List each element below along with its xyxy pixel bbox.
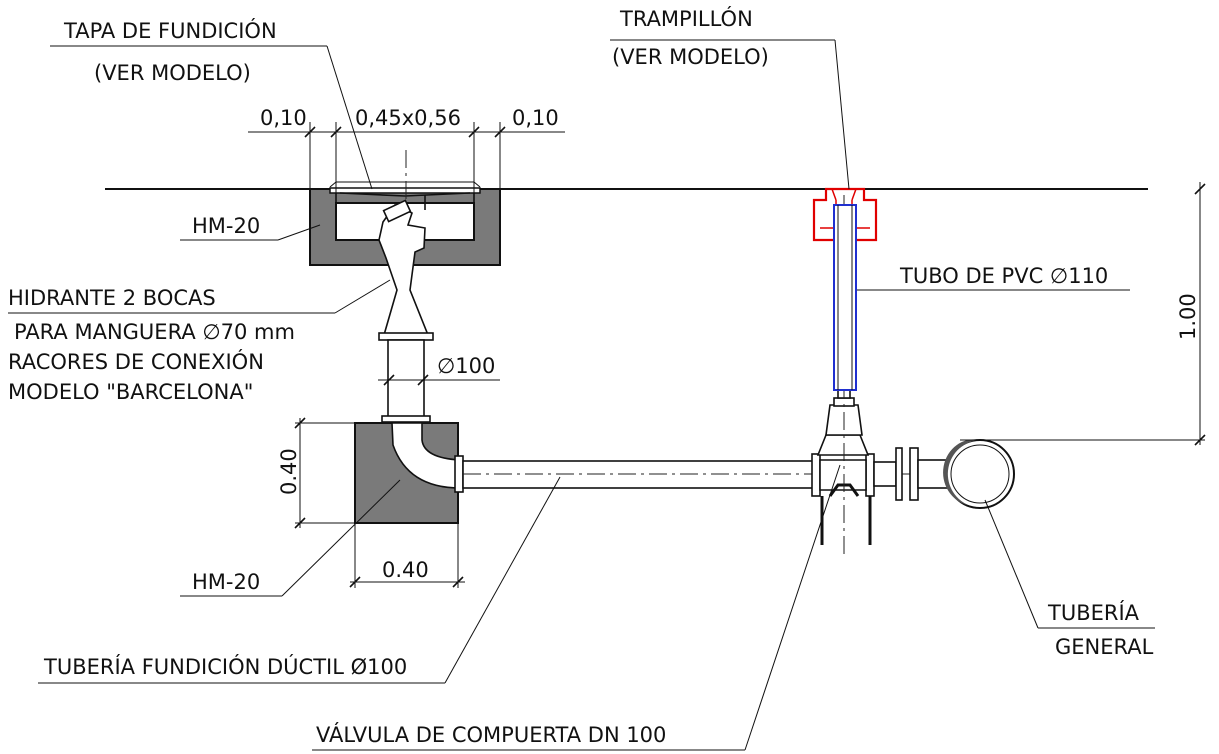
dim-right-label: 0,10 (512, 106, 559, 130)
depth-dimension (960, 182, 1206, 446)
trampillon-label-2: (VER MODELO) (612, 45, 769, 69)
hm20-bottom-label: HM-20 (192, 570, 260, 594)
general-label-1: TUBERÍA (1047, 600, 1140, 625)
general-label-2: GENERAL (1055, 635, 1154, 659)
pvc-label: TUBO DE PVC ∅110 (899, 264, 1108, 288)
fundicion-label: TUBERÍA FUNDICIÓN DÚCTIL Ø100 (43, 654, 407, 679)
hydrant (378, 195, 434, 423)
block-width-label: 0.40 (382, 558, 429, 582)
ductile-iron-pipe (462, 460, 814, 489)
dim-center-label: 0,45x0,56 (355, 106, 461, 130)
block-height-dimension (294, 417, 355, 529)
riser-diameter-label: ∅100 (437, 354, 495, 378)
trampillon (812, 187, 878, 242)
main-pipe-section (943, 439, 1015, 509)
hydrant-outlet (382, 199, 412, 223)
hydrant-flange (378, 332, 434, 341)
trampillon-label-1: TRAMPILLÓN (619, 6, 753, 31)
hm20-top-label: HM-20 (192, 214, 260, 238)
hydrant-head (378, 203, 430, 336)
depth-label: 1.00 (1176, 293, 1200, 340)
valvula-label: VÁLVULA DE COMPUERTA DN 100 (316, 722, 666, 747)
dim-left-label: 0,10 (260, 106, 307, 130)
hidrante-label-1: HIDRANTE 2 BOCAS (8, 286, 216, 310)
tapa-label-2: (VER MODELO) (94, 61, 251, 85)
main-connection (873, 447, 949, 501)
hidrante-label-2: PARA MANGUERA ∅70 mm (14, 320, 295, 344)
riser-diameter-dimension (378, 374, 500, 386)
block-width-dimension (349, 523, 465, 588)
pvc-tube (833, 204, 857, 391)
hidrante-label-3: RACORES DE CONEXIÓN (8, 349, 264, 374)
block-height-label: 0.40 (277, 448, 301, 495)
top-dimension (248, 122, 565, 200)
tapa-label-1: TAPA DE FUNDICIÓN (63, 18, 277, 43)
hidrante-label-4: MODELO "BARCELONA" (8, 380, 253, 404)
